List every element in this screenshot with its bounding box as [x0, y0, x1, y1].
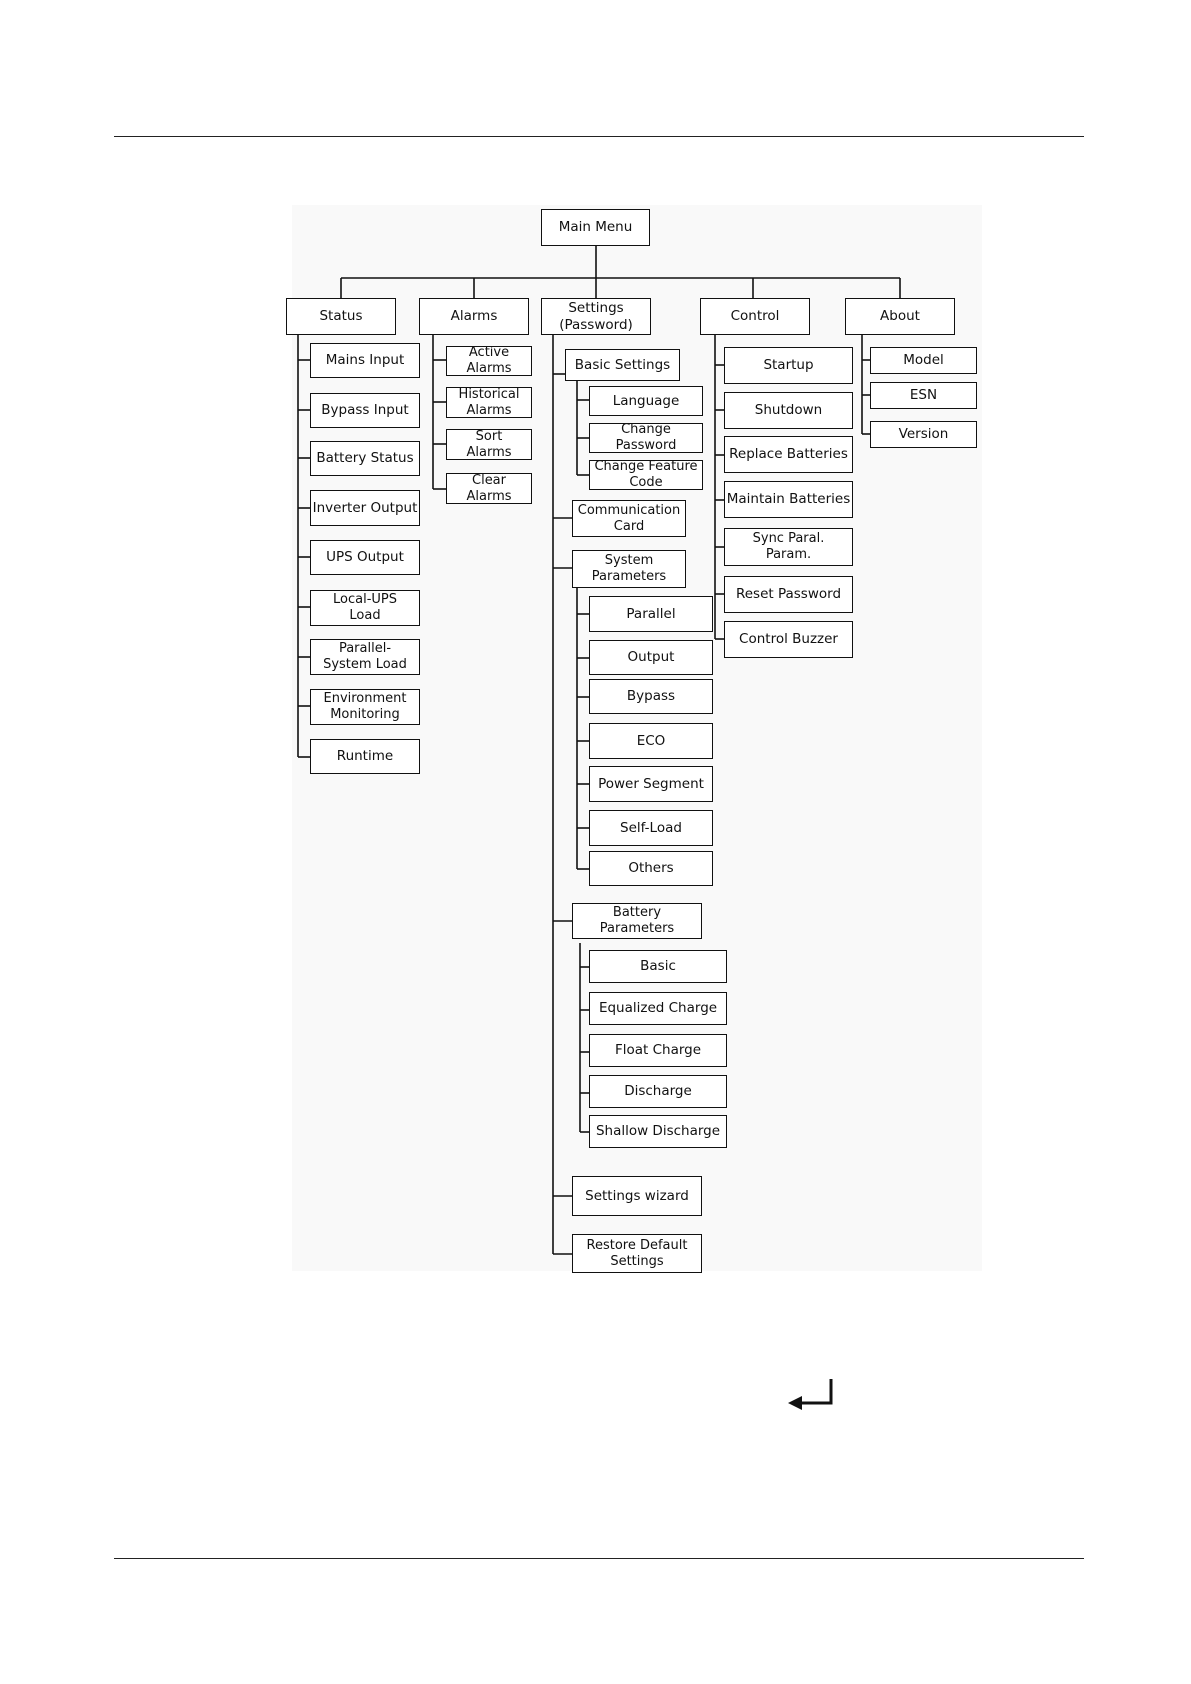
alarms-item-sort: Sort Alarms [446, 429, 532, 460]
basic-item-language: Language [589, 386, 703, 416]
status-item-bypass-input: Bypass Input [310, 393, 420, 428]
about-item-esn: ESN [870, 382, 977, 409]
battery-item-float-charge: Float Charge [589, 1034, 727, 1067]
main-menu-node: Main Menu [541, 209, 650, 246]
settings-node: Settings (Password) [541, 298, 651, 335]
status-item-ups-output: UPS Output [310, 540, 420, 575]
control-item-shutdown: Shutdown [724, 392, 853, 429]
basic-item-change-feature-code: Change Feature Code [589, 460, 703, 490]
enter-key-icon [788, 1379, 833, 1410]
status-item-local-ups-load: Local-UPS Load [310, 590, 420, 626]
header-rule [114, 136, 1084, 137]
control-node: Control [700, 298, 810, 335]
settings-restore-default: Restore Default Settings [572, 1234, 702, 1273]
control-item-replace-batteries: Replace Batteries [724, 436, 853, 473]
settings-communication-card: Communication Card [572, 500, 686, 537]
status-item-parallel-system-load: Parallel- System Load [310, 639, 420, 675]
status-item-mains-input: Mains Input [310, 343, 420, 378]
system-item-power-segment: Power Segment [589, 766, 713, 802]
about-item-version: Version [870, 421, 977, 448]
control-item-reset-password: Reset Password [724, 576, 853, 613]
alarms-item-active: Active Alarms [446, 346, 532, 376]
about-item-model: Model [870, 347, 977, 374]
settings-basic-settings: Basic Settings [565, 349, 680, 381]
control-item-control-buzzer: Control Buzzer [724, 621, 853, 658]
system-item-self-load: Self-Load [589, 810, 713, 846]
control-item-sync-paral-param: Sync Paral. Param. [724, 528, 853, 566]
alarms-item-clear: Clear Alarms [446, 473, 532, 504]
settings-battery-parameters: Battery Parameters [572, 903, 702, 939]
battery-item-discharge: Discharge [589, 1075, 727, 1108]
status-item-environment-monitoring: Environment Monitoring [310, 689, 420, 725]
system-item-output: Output [589, 640, 713, 675]
basic-item-change-password: Change Password [589, 423, 703, 453]
control-item-maintain-batteries: Maintain Batteries [724, 481, 853, 518]
system-item-others: Others [589, 851, 713, 886]
status-item-inverter-output: Inverter Output [310, 490, 420, 526]
settings-system-parameters: System Parameters [572, 550, 686, 588]
system-item-parallel: Parallel [589, 596, 713, 632]
system-item-bypass: Bypass [589, 679, 713, 714]
control-item-startup: Startup [724, 347, 853, 384]
status-node: Status [286, 298, 396, 335]
battery-item-basic: Basic [589, 950, 727, 983]
footer-rule [114, 1558, 1084, 1559]
battery-item-shallow-discharge: Shallow Discharge [589, 1115, 727, 1148]
about-node: About [845, 298, 955, 335]
alarms-item-historical: Historical Alarms [446, 387, 532, 418]
alarms-node: Alarms [419, 298, 529, 335]
status-item-runtime: Runtime [310, 739, 420, 774]
battery-item-equalized-charge: Equalized Charge [589, 992, 727, 1025]
system-item-eco: ECO [589, 723, 713, 759]
status-item-battery-status: Battery Status [310, 441, 420, 476]
settings-settings-wizard: Settings wizard [572, 1176, 702, 1216]
